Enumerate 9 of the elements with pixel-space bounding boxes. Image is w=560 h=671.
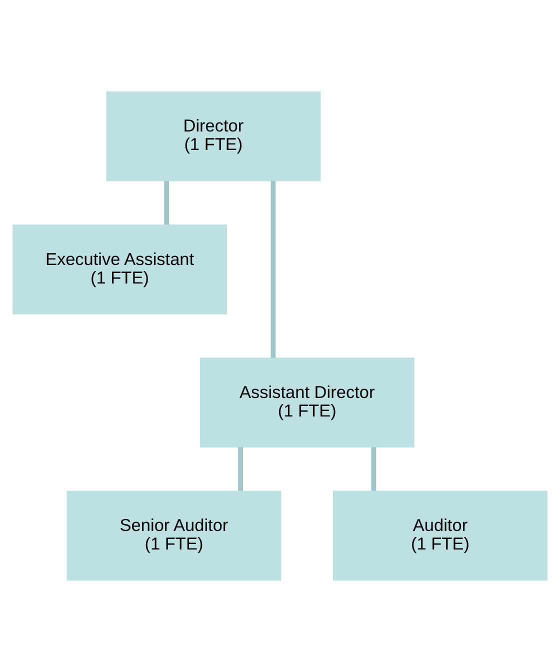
connector (371, 446, 376, 490)
node-box: Assistant Director (1 FTE) (200, 357, 414, 448)
node-box: Senior Auditor (1 FTE) (66, 490, 282, 580)
node-box: Auditor (1 FTE) (333, 490, 548, 580)
node-box: Director (1 FTE) (106, 90, 321, 181)
node-box: Executive Assistant (1 FTE) (12, 224, 227, 314)
connector (270, 180, 276, 358)
connector (238, 446, 244, 490)
connector (164, 180, 170, 224)
